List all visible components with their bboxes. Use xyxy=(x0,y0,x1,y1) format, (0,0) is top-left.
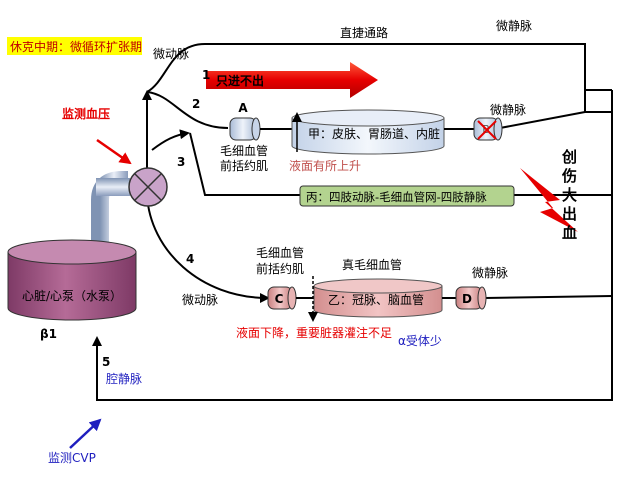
branch-3-arrow xyxy=(151,129,190,151)
monitor-bp-label: 监测血压 xyxy=(62,106,110,121)
venule-top-label: 微静脉 xyxy=(496,18,532,33)
monitor-cvp-arrow xyxy=(69,418,102,449)
cap-C-title-1: 毛细血管 xyxy=(256,245,304,260)
cap-A-title-1: 毛细血管 xyxy=(220,143,268,158)
heart-pipe-horizontal xyxy=(96,178,130,196)
heart-label: 心脏/心泵（水泵） xyxy=(22,288,122,303)
red-arrow xyxy=(206,62,378,98)
arteriole-bottom-label: 微动脉 xyxy=(182,292,218,307)
monitor-bp-arrow xyxy=(96,138,132,165)
valve-B-end xyxy=(493,117,503,141)
trauma-char-2: 伤 xyxy=(561,167,577,185)
alpha-receptor-label: α受体少 xyxy=(398,334,442,348)
monitor-cvp-label: 监测CVP xyxy=(48,451,96,465)
title-box xyxy=(7,37,142,55)
true-capillary-label: 真毛细血管 xyxy=(342,257,402,272)
num-2: 2 xyxy=(192,97,200,111)
trauma-char-1: 创 xyxy=(561,148,577,166)
valve-B-cross-2 xyxy=(477,120,497,140)
heart-cylinder xyxy=(7,251,137,321)
branch-4-line xyxy=(146,194,270,303)
direct-path-label: 直捷通路 xyxy=(340,25,388,40)
cap-A-title-2: 前括约肌 xyxy=(220,158,268,173)
branch-4-out xyxy=(484,295,613,299)
branch-2-line xyxy=(146,91,229,129)
level-up-label: 液面有所上升 xyxy=(289,158,361,173)
valve-C-label: C xyxy=(275,292,284,306)
valve-A-end xyxy=(251,117,261,141)
heart-cylinder-top xyxy=(7,239,137,265)
valve-D-end xyxy=(477,286,487,310)
box-jia-text: 甲：皮肤、胃肠道、内脏 xyxy=(308,126,440,141)
vena-cava-label: 腔静脉 xyxy=(106,371,142,386)
valve-D-label: D xyxy=(462,292,472,306)
num-1: 1 xyxy=(202,68,210,82)
venule-mid-label: 微静脉 xyxy=(490,102,526,117)
trauma-label: 创 伤 大 出 血 xyxy=(561,148,577,242)
return-line xyxy=(96,111,613,401)
trauma-char-4: 出 xyxy=(562,205,577,223)
beta1-label: β1 xyxy=(40,327,57,341)
num-3: 3 xyxy=(177,155,185,169)
trauma-char-3: 大 xyxy=(562,186,577,204)
level-down-label: 液面下降，重要脏器灌注不足 xyxy=(236,325,392,340)
num-5: 5 xyxy=(102,355,110,369)
box-yi xyxy=(313,285,443,318)
box-jia xyxy=(291,117,445,155)
direct-path-line xyxy=(146,43,586,112)
valve-A-label: A xyxy=(238,101,248,115)
red-arrow-text: 只进不出 xyxy=(216,73,264,88)
venule-bottom-label: 微静脉 xyxy=(472,265,508,280)
lightning-icon xyxy=(520,168,578,232)
box-yi-text: 乙：冠脉、脑血管 xyxy=(328,292,424,307)
valve-C-end xyxy=(287,286,297,310)
junction-x-2 xyxy=(134,173,162,201)
box-yi-top xyxy=(313,278,443,294)
title-text: 休克中期：微循环扩张期 xyxy=(10,39,142,54)
trauma-char-5: 血 xyxy=(562,224,577,242)
box-bing xyxy=(299,185,515,207)
num-4: 4 xyxy=(186,252,194,266)
branch-3-line xyxy=(189,132,300,196)
box-jia-top xyxy=(291,109,445,127)
arteriole-top-label: 微动脉 xyxy=(153,46,189,61)
box-bing-text: 丙：四肢动脉-毛细血管网-四肢静脉 xyxy=(306,190,487,204)
cap-C-title-2: 前括约肌 xyxy=(256,261,304,276)
